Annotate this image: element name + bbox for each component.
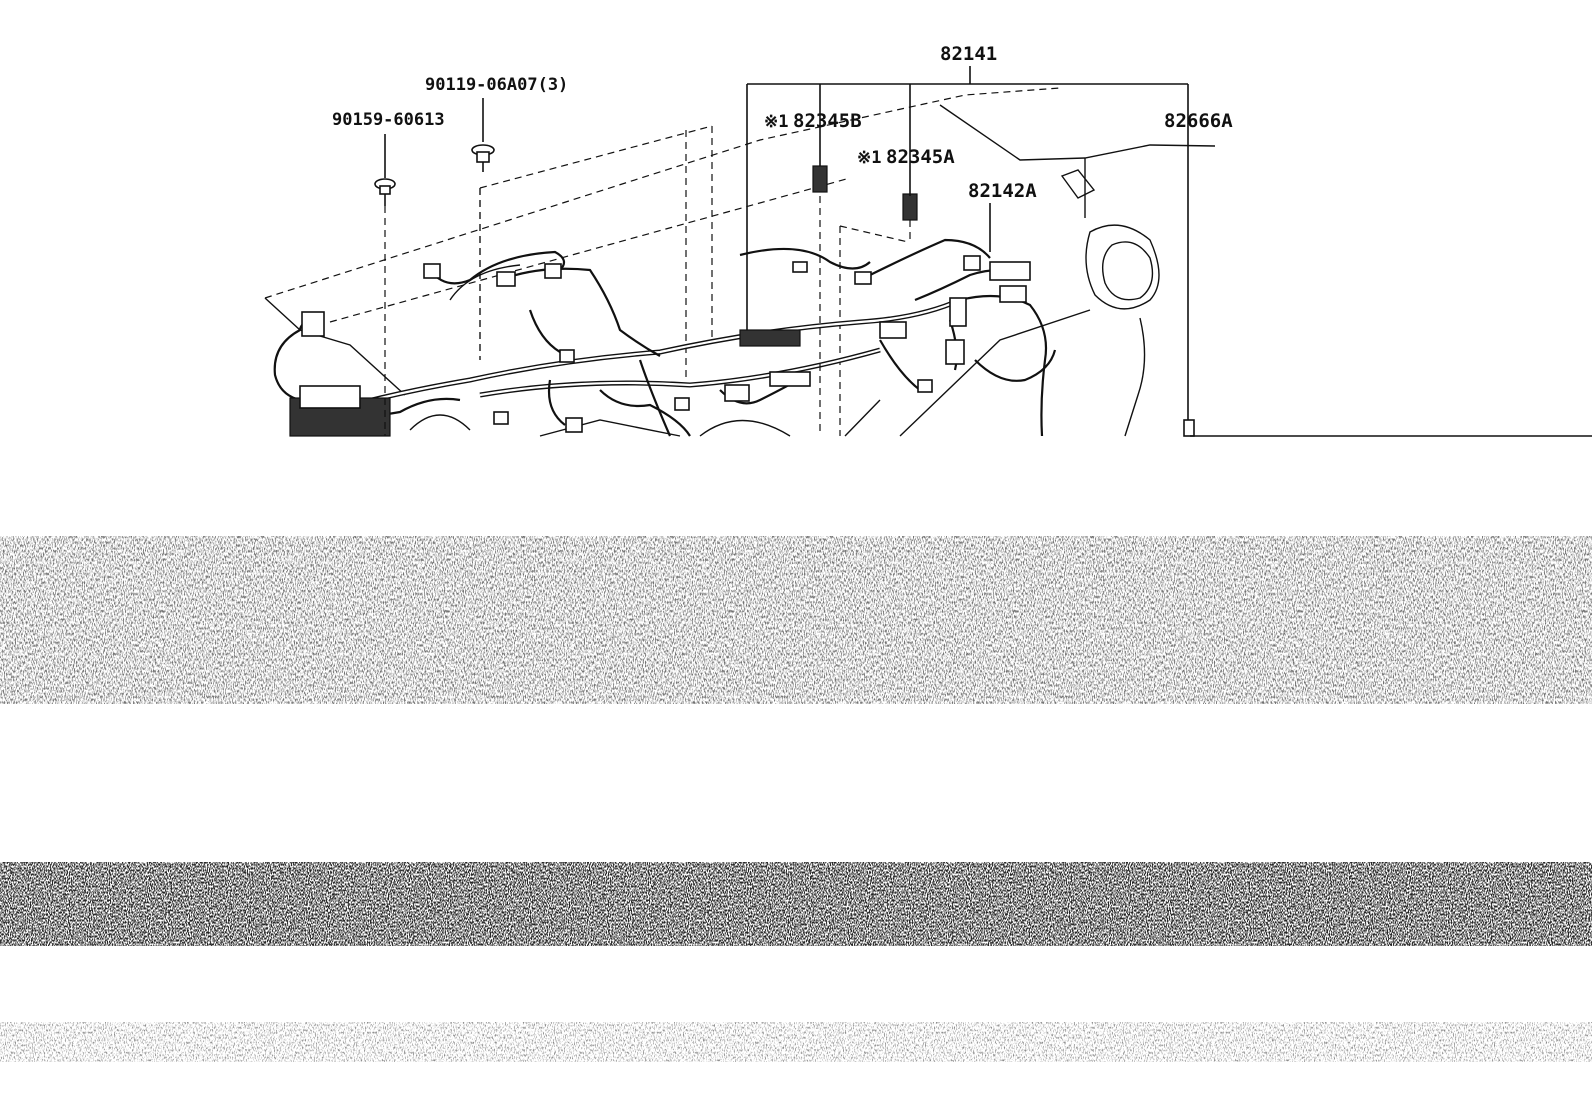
scan-noise-band	[0, 536, 1592, 704]
leader-lines	[746, 66, 1195, 437]
scan-noise-band	[0, 1022, 1592, 1062]
label-82345a: 82345A	[886, 146, 955, 168]
scan-noise-band	[0, 862, 1592, 946]
label-82345b: 82345B	[793, 110, 862, 132]
label-90119: 90119-06A07(3)	[425, 75, 568, 95]
harness-connectors	[289, 255, 1031, 437]
label-mark-82345a: ※1	[857, 148, 881, 168]
instrument-panel-outline	[264, 87, 1216, 437]
screw-icon	[374, 134, 396, 436]
label-82666a: 82666A	[1164, 110, 1233, 132]
label-82142a: 82142A	[968, 180, 1037, 202]
wiring-harness-diagram: 82141 90119-06A07(3) 90159-60613 ※1 8234…	[264, 43, 1592, 437]
bolt-icon	[471, 98, 495, 360]
clip-82345b-icon	[812, 136, 828, 436]
label-82141: 82141	[940, 43, 997, 65]
clip-82345a-icon	[902, 193, 918, 244]
label-mark-82345b: ※1	[764, 112, 788, 132]
main-harness	[273, 238, 1057, 437]
label-90159: 90159-60613	[332, 110, 445, 130]
